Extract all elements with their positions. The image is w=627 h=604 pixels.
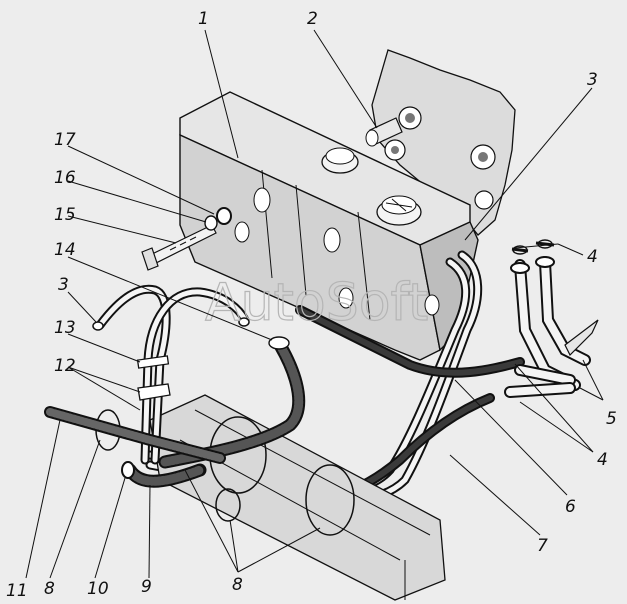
- callout-2: 2: [307, 9, 318, 29]
- callout-8-bottom: 8: [232, 575, 243, 595]
- pipe-assembly-5: [504, 256, 599, 398]
- callout-9: 9: [141, 577, 152, 597]
- callout-15: 15: [54, 205, 76, 225]
- callout-16: 16: [54, 168, 76, 188]
- hose-end-right-3: [238, 317, 250, 327]
- bracket-12: [137, 383, 171, 401]
- callout-4-lower: 4: [597, 450, 608, 470]
- watermark: AutoSoft: [205, 273, 428, 333]
- callout-10: 10: [87, 579, 109, 599]
- callout-14: 14: [54, 240, 76, 260]
- hose-upper-right: [295, 305, 525, 378]
- callout-12: 12: [54, 356, 76, 376]
- hose-3-left: [95, 284, 250, 465]
- callout-1: 1: [198, 9, 209, 29]
- callout-11: 11: [6, 581, 28, 601]
- hose-end-3: [92, 321, 104, 331]
- clamp-10: [121, 461, 135, 479]
- fitting-2: [365, 117, 403, 147]
- leader-lines: [25, 29, 604, 579]
- callout-7: 7: [537, 536, 548, 556]
- callout-17: 17: [54, 130, 76, 150]
- callout-8-left: 8: [44, 579, 55, 599]
- filler-cap: [321, 147, 422, 226]
- corrugated-hose-11: [44, 406, 226, 464]
- hose-end-14: [268, 336, 290, 350]
- washer-17: [216, 207, 232, 225]
- bolt-15: [141, 224, 217, 271]
- callout-6: 6: [565, 497, 576, 517]
- clamp-13: [136, 355, 170, 369]
- callout-3-upper: 3: [587, 70, 598, 90]
- mounting-bracket: [371, 49, 516, 236]
- callout-4-upper: 4: [587, 247, 598, 267]
- callout-5: 5: [606, 409, 617, 429]
- washer-16: [204, 215, 218, 231]
- callout-3-left: 3: [58, 275, 69, 295]
- callout-13: 13: [54, 318, 76, 338]
